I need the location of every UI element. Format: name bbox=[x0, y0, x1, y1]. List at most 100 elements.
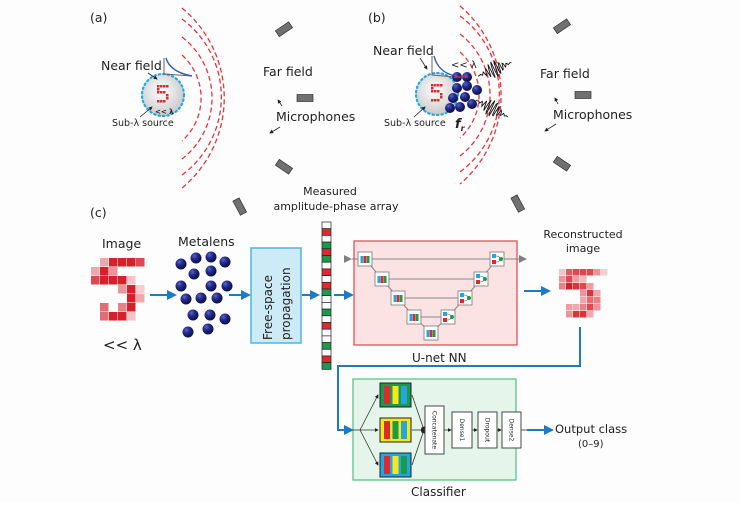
array-cell bbox=[321, 362, 332, 370]
concat-input bbox=[460, 299, 464, 303]
branch-line bbox=[359, 394, 379, 431]
image-pixel bbox=[587, 269, 594, 276]
metalens-array bbox=[175, 251, 233, 338]
metalens-sphere bbox=[187, 309, 199, 321]
metalens-sphere bbox=[219, 313, 231, 325]
amplitude-phase-array bbox=[321, 221, 332, 370]
digit-pixel bbox=[160, 91, 163, 94]
image-pixel bbox=[118, 303, 127, 312]
image-pixel bbox=[127, 285, 136, 294]
array-cell bbox=[321, 308, 332, 317]
channel-bar bbox=[393, 295, 397, 302]
merge-output bbox=[467, 296, 471, 300]
layer-label: Dropout bbox=[484, 418, 491, 443]
digit-pixel bbox=[163, 91, 166, 94]
image-pixel bbox=[136, 285, 145, 294]
panel-c-tag: (c) bbox=[90, 205, 107, 220]
image-pixel bbox=[573, 269, 580, 276]
digit-pixel bbox=[437, 84, 440, 87]
digit-pixel bbox=[157, 91, 160, 94]
digit-pixel bbox=[440, 93, 443, 96]
image-pixel bbox=[136, 294, 145, 303]
reconstructed-image-digit-5 bbox=[559, 269, 608, 318]
digit-pixel bbox=[431, 90, 434, 93]
digit-pixel bbox=[163, 85, 166, 88]
channel-bar bbox=[401, 456, 407, 474]
channel-bar bbox=[392, 386, 399, 404]
digit-pixel bbox=[160, 85, 163, 88]
merge-output bbox=[483, 277, 487, 281]
resonator-cluster bbox=[445, 72, 482, 113]
unet-layers bbox=[357, 251, 505, 341]
panel-b-tag: (b) bbox=[368, 10, 386, 25]
image-pixel bbox=[594, 290, 601, 297]
propagation-label-line2: propagation bbox=[279, 267, 293, 340]
image-pixel bbox=[580, 311, 587, 318]
reconstructed-title-line2: image bbox=[566, 242, 600, 255]
digit-pixel bbox=[431, 99, 434, 102]
microphone-icon bbox=[552, 18, 572, 35]
image-pixel bbox=[559, 276, 566, 283]
image-pixel bbox=[587, 290, 594, 297]
metalens-sphere bbox=[202, 323, 214, 335]
concat-input bbox=[492, 260, 496, 264]
array-cell bbox=[321, 328, 332, 337]
digit-pixel bbox=[166, 97, 169, 100]
concat-input bbox=[476, 274, 480, 278]
metalens-sphere bbox=[205, 280, 217, 292]
merge-line bbox=[411, 429, 425, 466]
image-pixel bbox=[566, 311, 573, 318]
digit-pixel bbox=[157, 85, 160, 88]
digit-pixel bbox=[163, 100, 166, 103]
image-pixel bbox=[127, 294, 136, 303]
channel-bar bbox=[380, 276, 384, 283]
metalens-sphere bbox=[180, 293, 192, 305]
propagation-label-line1: Free-space bbox=[261, 275, 275, 340]
array-cell bbox=[321, 315, 332, 323]
panel-c: (c) Image << λ Metalens Free-space propa… bbox=[90, 185, 627, 499]
resonator-sphere bbox=[445, 103, 455, 113]
digit-pixel bbox=[431, 84, 434, 87]
panel-a-tag: (a) bbox=[90, 10, 107, 25]
image-pixel bbox=[566, 276, 573, 283]
channel-bar bbox=[383, 276, 387, 283]
microphone-icon bbox=[296, 94, 314, 102]
microphone-icon bbox=[232, 197, 248, 216]
image-title: Image bbox=[102, 236, 141, 251]
near-field-label-b: Near field bbox=[373, 43, 434, 58]
array-cell bbox=[321, 335, 332, 343]
array-cell bbox=[321, 302, 332, 310]
metalens-sphere bbox=[204, 309, 216, 321]
array-cell bbox=[321, 355, 332, 364]
array-cell bbox=[321, 268, 332, 276]
array-cell bbox=[321, 348, 332, 357]
resonator-sphere bbox=[448, 93, 458, 103]
metalens-sphere bbox=[221, 280, 233, 292]
merge-output bbox=[450, 315, 454, 319]
scale-label-b: << λ bbox=[451, 60, 477, 71]
metalens-sphere bbox=[219, 256, 231, 268]
wave-packets bbox=[475, 60, 512, 118]
array-title-line1: Measured bbox=[303, 185, 357, 198]
resonator-sphere bbox=[467, 99, 477, 109]
digit-pixel bbox=[431, 87, 434, 90]
source-sphere bbox=[142, 74, 184, 116]
channel-bar bbox=[366, 256, 370, 263]
channel-bar bbox=[384, 386, 390, 404]
resonator-sphere bbox=[472, 85, 482, 95]
image-pixel bbox=[580, 269, 587, 276]
channel-bar bbox=[384, 421, 390, 439]
image-pixel bbox=[573, 276, 580, 283]
microphones-a bbox=[232, 21, 314, 216]
image-pixel bbox=[566, 283, 573, 290]
image-pixel bbox=[573, 311, 580, 318]
wavefronts-a bbox=[181, 7, 225, 189]
array-cell bbox=[321, 281, 332, 290]
unet-label: U-net NN bbox=[412, 351, 467, 365]
concat-input bbox=[492, 254, 496, 258]
digit-pixel bbox=[166, 85, 169, 88]
image-pixel bbox=[594, 269, 601, 276]
digit-pixel bbox=[157, 88, 160, 91]
image-pixel bbox=[100, 312, 109, 321]
channel-bar bbox=[426, 330, 430, 337]
